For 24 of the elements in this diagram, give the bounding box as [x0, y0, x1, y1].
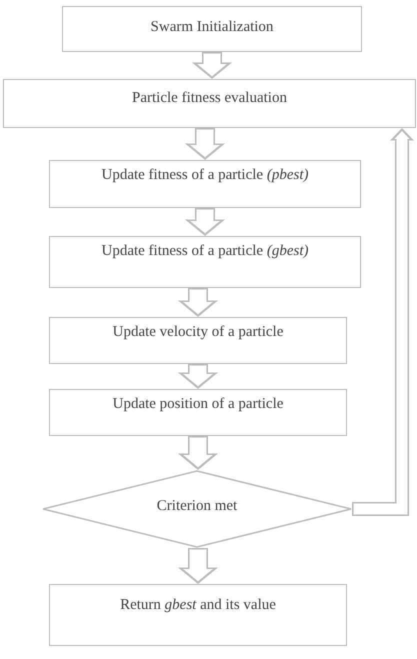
process-box	[49, 389, 347, 436]
process-box	[49, 584, 347, 646]
block-arrow	[185, 128, 225, 160]
process-box	[49, 317, 347, 364]
block-arrow	[178, 548, 218, 584]
process-box	[3, 79, 416, 128]
process-box	[49, 160, 361, 208]
block-arrow	[192, 52, 232, 79]
step-label: Criterion met	[156, 498, 238, 515]
step-label: Swarm Initialization	[150, 19, 274, 36]
block-arrow	[178, 436, 218, 470]
step-label: Particle fitness evaluation	[131, 90, 288, 107]
process-box	[62, 6, 362, 52]
block-arrow	[185, 208, 225, 236]
decision-diamond	[42, 470, 352, 548]
step-label: Update position of a particle	[112, 396, 284, 413]
step-label: Update velocity of a particle	[112, 324, 284, 341]
step-label: Update fitness of a particle (gbest)	[100, 243, 310, 260]
block-arrow	[178, 288, 218, 317]
process-box	[49, 236, 361, 288]
step-label: Return gbest and its value	[119, 597, 277, 614]
block-arrow	[352, 128, 414, 516]
block-arrow	[178, 364, 218, 389]
step-label: Update fitness of a particle (pbest)	[100, 167, 310, 184]
